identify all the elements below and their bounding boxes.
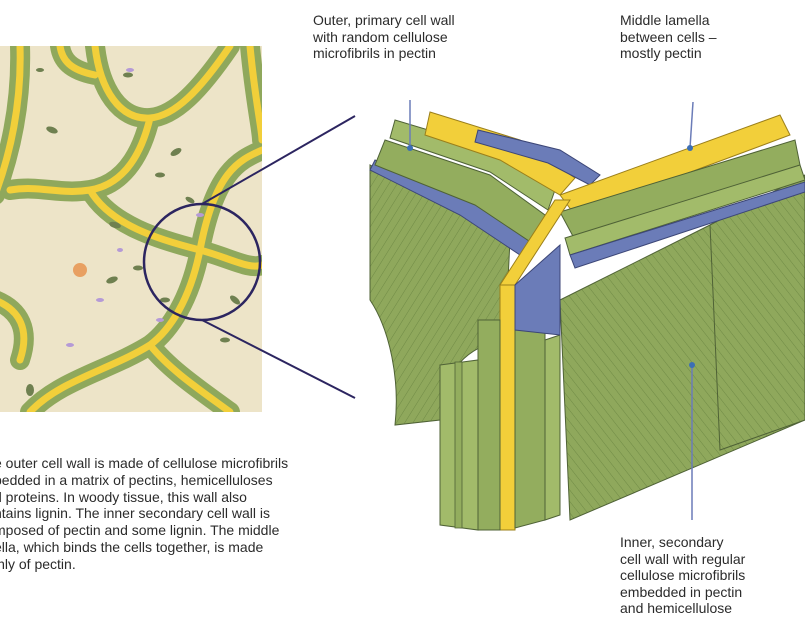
label-middle-lamella: Middle lamella between cells – mostly pe… bbox=[620, 12, 790, 62]
cell-wall-junction-3d bbox=[370, 100, 805, 530]
label-outer-primary-wall: Outer, primary cell wall with random cel… bbox=[313, 12, 513, 62]
label-inner-secondary-wall: Inner, secondary cell wall with regular … bbox=[620, 534, 800, 617]
middle-lamella-vertical bbox=[500, 285, 515, 530]
caption-line: bedded in a matrix of pectins, hemicellu… bbox=[0, 472, 364, 489]
caption-line: mposed of pectin and some lignin. The mi… bbox=[0, 522, 364, 539]
tissue-section bbox=[0, 46, 262, 412]
caption-line: ella, which binds the cells together, is… bbox=[0, 539, 364, 556]
caption-line: d proteins. In woody tissue, this wall a… bbox=[0, 489, 364, 506]
pointer-middle-lamella bbox=[690, 102, 693, 148]
caption-line: ntains lignin. The inner secondary cell … bbox=[0, 505, 364, 522]
caption-text: e outer cell wall is made of cellulose m… bbox=[0, 455, 364, 573]
nucleus bbox=[73, 263, 87, 277]
caption-line: e outer cell wall is made of cellulose m… bbox=[0, 455, 364, 472]
caption-line: inly of pectin. bbox=[0, 556, 364, 573]
